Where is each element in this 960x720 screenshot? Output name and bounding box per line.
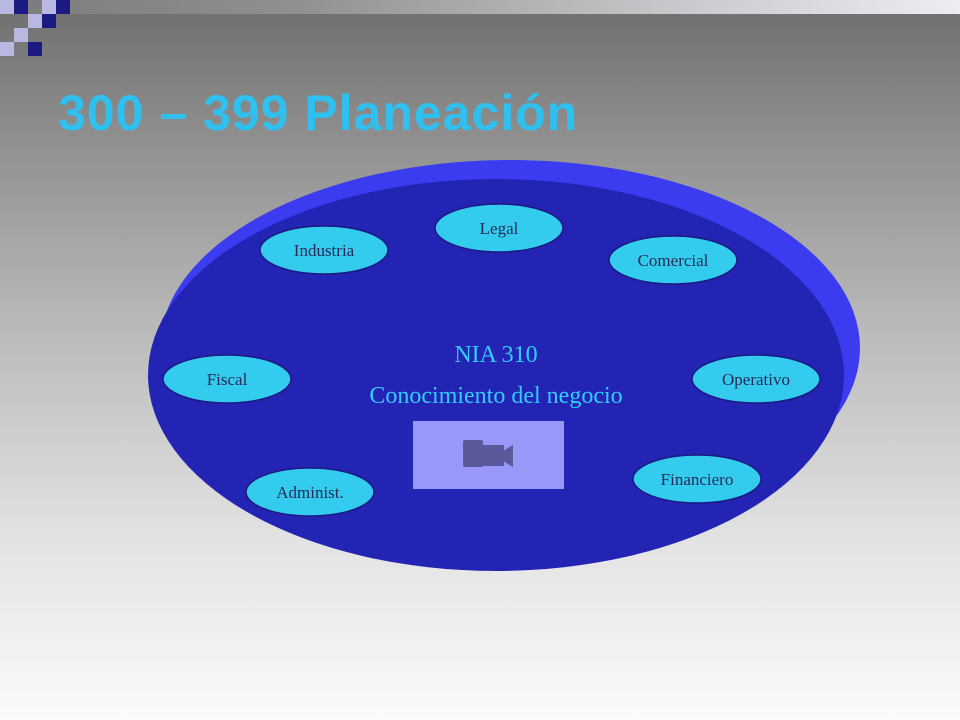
node-legal-label: Legal	[480, 219, 519, 238]
decor-square	[0, 0, 14, 14]
decor-square	[28, 14, 42, 28]
page-title: 300 – 399 Planeación	[58, 85, 579, 141]
node-fiscal[interactable]: Fiscal	[162, 354, 292, 404]
node-administ[interactable]: Administ.	[245, 467, 375, 517]
top-gradient-bar	[0, 0, 960, 14]
node-operativo-label: Operativo	[722, 370, 790, 389]
node-operativo[interactable]: Operativo	[691, 354, 821, 404]
center-subtitle: Conocimiento del negocio	[369, 383, 622, 409]
decor-square	[42, 0, 56, 14]
decor-square	[14, 0, 28, 14]
node-comercial-label: Comercial	[638, 251, 709, 270]
node-financiero[interactable]: Financiero	[632, 454, 762, 504]
decor-square	[28, 42, 42, 56]
decor-square	[0, 42, 14, 56]
video-camera-icon	[463, 440, 513, 467]
node-comercial[interactable]: Comercial	[608, 235, 738, 285]
node-administ-label: Administ.	[276, 483, 344, 502]
corner-decoration	[0, 0, 80, 60]
decor-square	[42, 14, 56, 28]
decor-square	[14, 28, 28, 42]
node-industria[interactable]: Industria	[259, 225, 389, 275]
decor-square	[56, 0, 70, 14]
node-industria-label: Industria	[294, 241, 355, 260]
node-financiero-label: Financiero	[661, 470, 734, 489]
center-title: NIA 310	[454, 342, 537, 368]
node-fiscal-label: Fiscal	[207, 370, 248, 389]
node-legal[interactable]: Legal	[434, 203, 564, 253]
